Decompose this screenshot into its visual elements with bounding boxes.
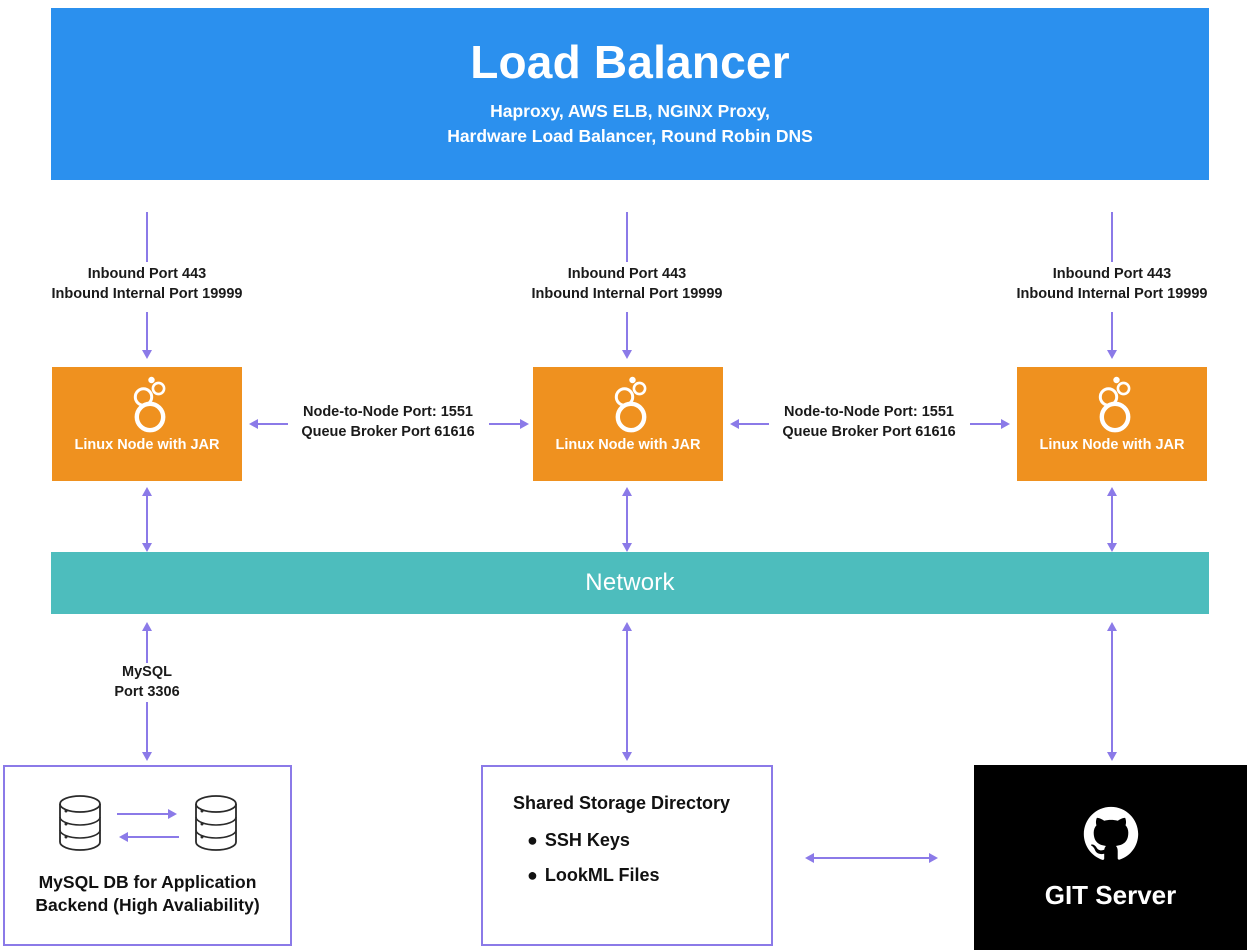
linux-node-1[interactable]: Linux Node with JAR: [52, 367, 242, 481]
arrowhead-down-node-1: [141, 350, 152, 359]
connector-node2-network: [626, 493, 628, 545]
mysql-link-label-line1: MySQL: [122, 664, 172, 680]
connector-node1-node2-right: [489, 423, 521, 425]
looker-logo-icon: [120, 373, 174, 435]
mysql-arrow-right: [116, 809, 179, 820]
arrowhead-down-node-3: [1106, 350, 1117, 359]
arrowhead-left-node1: [249, 418, 258, 429]
storage-item-ssh-keys-label: SSH Keys: [544, 830, 630, 850]
mysql-caption-line1: MySQL DB for Application: [38, 872, 257, 893]
connector-node3-network: [1111, 493, 1113, 545]
storage-item-lookml-files-label: LookML Files: [544, 865, 660, 885]
arrowhead-down-node2-network: [621, 543, 632, 552]
linux-node-3[interactable]: Linux Node with JAR: [1017, 367, 1207, 481]
connector-storage-git: [812, 857, 930, 859]
arrowhead-right-node2: [520, 418, 529, 429]
connector-lb-to-label-2: [626, 212, 628, 262]
linux-node-2-label: Linux Node with JAR: [555, 437, 701, 453]
node-link-label-2: Node-to-Node Port: 1551 Queue Broker Por…: [771, 403, 967, 442]
inbound-label-1-line1: Inbound Port 443: [87, 266, 207, 282]
mysql-arrow-left: [117, 832, 179, 843]
node-link-label-2-line2: Queue Broker Port 61616: [782, 423, 956, 440]
bullet-icon: ●: [527, 830, 538, 850]
bullet-icon: ●: [527, 865, 538, 885]
load-balancer-box: Load Balancer Haproxy, AWS ELB, NGINX Pr…: [51, 8, 1209, 180]
node-link-label-2-line1: Node-to-Node Port: 1551: [784, 404, 954, 420]
network-label: Network: [585, 569, 675, 596]
arrowhead-up-storage: [621, 622, 632, 631]
node-link-label-1: Node-to-Node Port: 1551 Queue Broker Por…: [290, 403, 486, 442]
connector-label-to-node-1: [146, 312, 148, 352]
inbound-label-3: Inbound Port 443 Inbound Internal Port 1…: [991, 265, 1233, 304]
connector-node2-node3-left: [737, 423, 769, 425]
load-balancer-subtitle-line1: Haproxy, AWS ELB, NGINX Proxy,: [490, 100, 770, 121]
mysql-link-label: MySQL Port 3306: [76, 663, 218, 703]
node-link-label-1-line2: Queue Broker Port 61616: [301, 423, 475, 440]
arrowhead-up-git: [1106, 622, 1117, 631]
github-octocat-icon: [1082, 805, 1140, 868]
connector-network-git: [1111, 628, 1113, 754]
connector-node1-node2-left: [256, 423, 288, 425]
inbound-label-3-line2: Inbound Internal Port 19999: [1016, 285, 1208, 302]
arrowhead-down-node3-network: [1106, 543, 1117, 552]
linux-node-2[interactable]: Linux Node with JAR: [533, 367, 723, 481]
connector-label-to-node-3: [1111, 312, 1113, 352]
connector-node2-node3-right: [970, 423, 1002, 425]
shared-storage-title: Shared Storage Directory: [513, 793, 731, 813]
arrowhead-left-node2: [730, 418, 739, 429]
database-cylinder-icon: [57, 794, 103, 857]
load-balancer-title: Load Balancer: [470, 36, 790, 89]
arrowhead-down-storage: [621, 752, 632, 761]
network-bar: Network: [51, 552, 1209, 614]
inbound-label-2-line2: Inbound Internal Port 19999: [531, 285, 723, 302]
storage-item-ssh-keys: ● SSH Keys: [527, 830, 771, 851]
connector-lb-to-label-3: [1111, 212, 1113, 262]
looker-logo-icon: [1085, 373, 1139, 435]
mysql-replication-arrows: [116, 809, 179, 843]
arrowhead-up-node3-network: [1106, 487, 1117, 496]
linux-node-3-label: Linux Node with JAR: [1039, 437, 1185, 453]
storage-item-lookml-files: ● LookML Files: [527, 865, 771, 886]
inbound-label-1-line2: Inbound Internal Port 19999: [51, 285, 243, 302]
inbound-label-2: Inbound Port 443 Inbound Internal Port 1…: [506, 265, 748, 304]
arrowhead-up-mysql: [141, 622, 152, 631]
mysql-link-label-line2: Port 3306: [114, 683, 180, 700]
shared-storage-box[interactable]: Shared Storage Directory ● SSH Keys ● Look…: [481, 765, 773, 946]
looker-logo-icon: [601, 373, 655, 435]
arrowhead-down-node1-network: [141, 543, 152, 552]
git-server-box[interactable]: GIT Server: [974, 765, 1247, 950]
mysql-db-box[interactable]: MySQL DB for Application Backend (High A…: [3, 765, 292, 946]
node-link-label-1-line1: Node-to-Node Port: 1551: [303, 404, 473, 420]
connector-network-storage: [626, 628, 628, 754]
arrowhead-down-git: [1106, 752, 1117, 761]
database-cylinder-icon: [193, 794, 239, 857]
connector-lb-to-label-1: [146, 212, 148, 262]
connector-label-to-node-2: [626, 312, 628, 352]
inbound-label-2-line1: Inbound Port 443: [567, 266, 687, 282]
arrowhead-up-node1-network: [141, 487, 152, 496]
arrowhead-up-node2-network: [621, 487, 632, 496]
arrowhead-right-node3: [1001, 418, 1010, 429]
mysql-caption: MySQL DB for Application Backend (High A…: [35, 871, 259, 917]
mysql-db-icons-row: [57, 794, 239, 857]
arrowhead-down-mysql: [141, 752, 152, 761]
inbound-label-3-line1: Inbound Port 443: [1052, 266, 1172, 282]
mysql-caption-line2: Backend (High Avaliability): [35, 895, 260, 915]
arrowhead-down-node-2: [621, 350, 632, 359]
inbound-label-1: Inbound Port 443 Inbound Internal Port 1…: [26, 265, 268, 304]
load-balancer-subtitle-line2: Hardware Load Balancer, Round Robin DNS: [447, 126, 813, 147]
arrowhead-left-storage-git: [805, 852, 814, 863]
arrowhead-right-storage-git: [929, 852, 938, 863]
git-server-label: GIT Server: [1044, 879, 1177, 910]
linux-node-1-label: Linux Node with JAR: [74, 437, 220, 453]
connector-node1-network: [146, 493, 148, 545]
